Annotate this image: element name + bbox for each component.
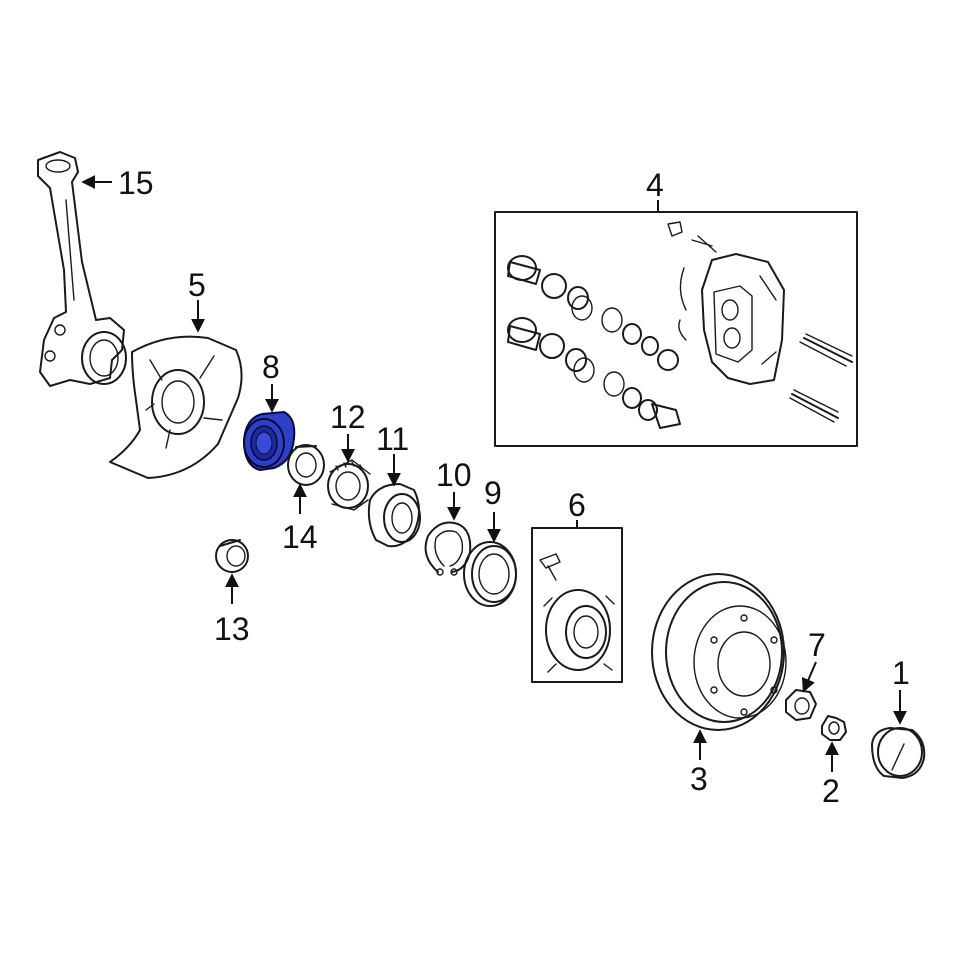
part-14-seal[interactable]	[287, 444, 325, 486]
part-13-collar[interactable]	[215, 539, 249, 573]
part-2-lock-washer[interactable]	[821, 715, 847, 741]
part-7-nut[interactable]	[785, 689, 817, 721]
piston-set-upper	[507, 255, 679, 371]
part-15-steering-knuckle[interactable]	[37, 151, 127, 387]
callout-label-7[interactable]: 7	[808, 627, 826, 663]
callout-label-5[interactable]: 5	[188, 267, 206, 303]
callout-label-11[interactable]: 11	[376, 421, 409, 457]
callout-label-14[interactable]: 14	[282, 519, 318, 555]
part-9-outer-seal[interactable]	[463, 541, 517, 607]
part-4-caliper-kit[interactable]	[494, 211, 858, 447]
callout-label-12[interactable]: 12	[330, 399, 366, 435]
callout-label-15[interactable]: 15	[118, 165, 154, 201]
caliper-body	[678, 253, 785, 385]
callout-label-10[interactable]: 10	[436, 457, 472, 493]
part-12-inner-bearing[interactable]	[327, 459, 371, 511]
callout-label-9[interactable]: 9	[484, 475, 502, 511]
callout-label-8[interactable]: 8	[262, 349, 280, 385]
callout-label-1[interactable]: 1	[892, 655, 910, 691]
callout-label-2[interactable]: 2	[822, 773, 840, 809]
part-1-grease-cap[interactable]	[871, 727, 926, 779]
callout-leaders	[81, 175, 907, 772]
callout-labels: 15 5 8 12 11 10 9 6 4 14 13 3 7 2 1	[118, 165, 910, 809]
callout-label-3[interactable]: 3	[690, 761, 708, 797]
part-6-hub-assembly[interactable]	[531, 527, 623, 683]
part-8-oil-seal-highlighted[interactable]	[242, 410, 296, 472]
callout-label-4[interactable]: 4	[646, 167, 664, 203]
part-5-dust-shield[interactable]	[109, 335, 243, 479]
piston-set-lower	[507, 317, 681, 429]
part-11-bearing-race[interactable]	[367, 483, 421, 548]
part-3-brake-rotor[interactable]	[651, 573, 787, 731]
callout-label-13[interactable]: 13	[214, 611, 250, 647]
callout-label-6[interactable]: 6	[568, 487, 586, 523]
